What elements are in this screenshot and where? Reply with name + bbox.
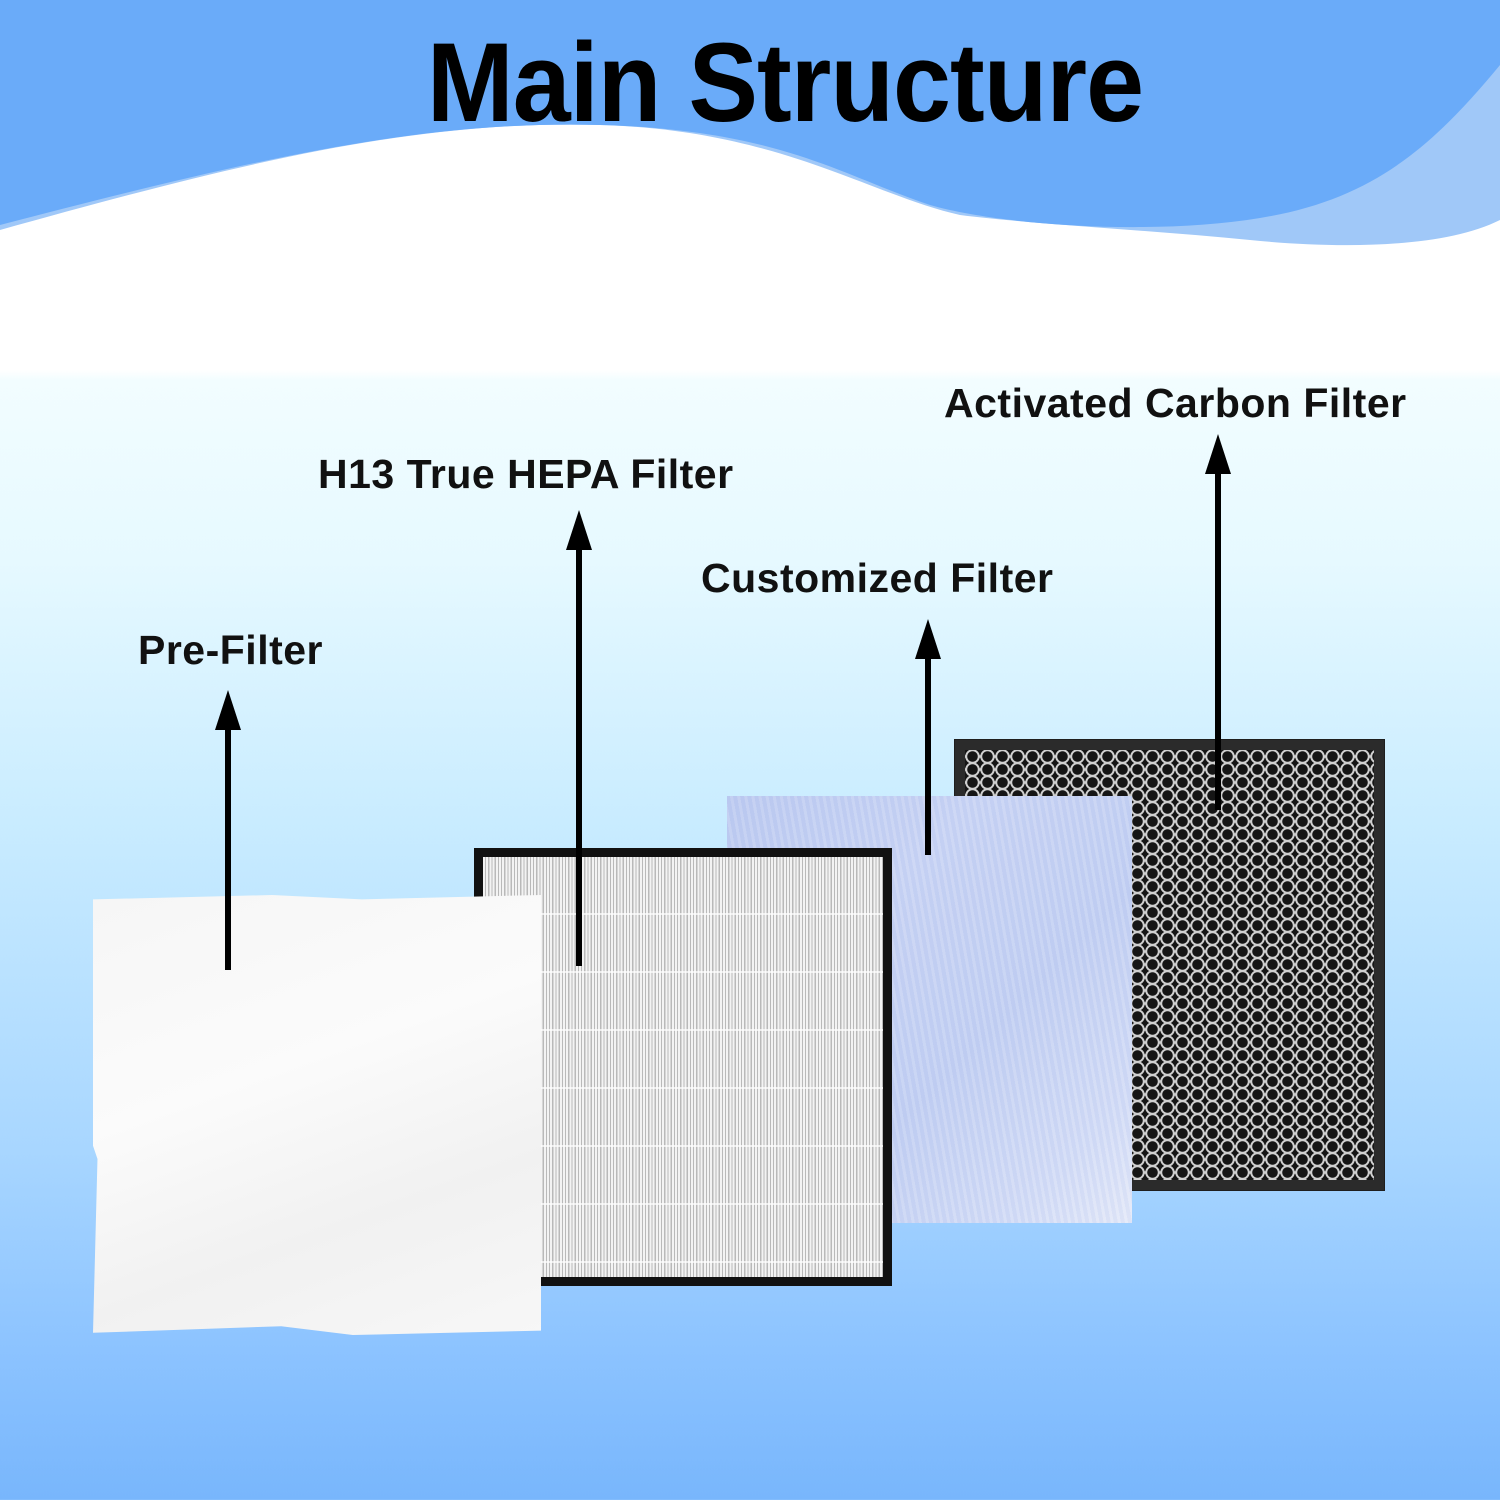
page-title: Main Structure	[426, 20, 1144, 145]
header-wave-background	[0, 0, 1500, 246]
label-hepa-filter: H13 True HEPA Filter	[318, 451, 734, 497]
arrow-up-icon-carbon-filter	[1205, 434, 1231, 810]
arrow-up-icon-customized-filter	[915, 619, 941, 855]
label-activated-carbon-filter: Activated Carbon Filter	[944, 380, 1407, 426]
label-pre-filter: Pre-Filter	[138, 627, 323, 673]
hepa-filter-panel	[474, 848, 892, 1286]
arrow-up-icon-pre-filter	[215, 690, 241, 970]
hepa-pleats	[483, 857, 883, 1277]
label-customized-filter: Customized Filter	[701, 555, 1054, 601]
arrow-up-icon-hepa-filter	[566, 510, 592, 966]
pre-filter-panel	[93, 895, 541, 1335]
